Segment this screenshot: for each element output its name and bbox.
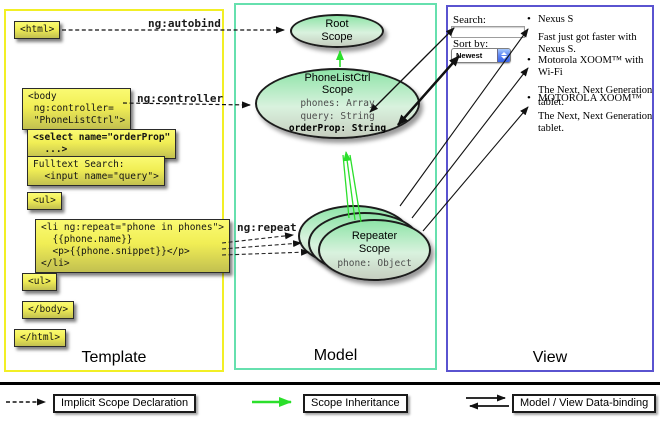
phone-name: Nexus S <box>538 14 574 25</box>
bullet-icon: • <box>527 54 531 66</box>
phone-name: Motorola XOOM™ with Wi-Fi <box>538 55 644 78</box>
sortby-selected-value: Newest <box>456 51 483 60</box>
phonelistctrl-scope-title: PhoneListCtrl Scope <box>304 71 371 97</box>
phones-property: phones: Array <box>300 98 375 110</box>
template-panel-label: Template <box>81 349 147 366</box>
phone-list-item: • MOTOROLA XOOM™ The Next, Next Generatio… <box>527 92 660 135</box>
phone-list-item: • Motorola XOOM™ with Wi-Fi The Next, Nex… <box>527 54 660 109</box>
select-tag-box: <select name="orderProp" ...> <box>27 129 177 159</box>
view-panel-label: View <box>532 349 568 366</box>
body-open-tag-box: <body ng:controller= "PhoneListCtrl"> <box>22 88 132 130</box>
legend-databinding-box: Model / View Data-binding <box>512 394 657 413</box>
model-panel: Model <box>234 3 437 370</box>
body-close-tag-box: </body> <box>22 301 75 319</box>
ng-repeat-label: ng:repeat <box>237 221 297 234</box>
root-scope-ellipse: Root Scope <box>290 14 384 48</box>
repeater-scope-ellipse-front: Repeater Scope phone: Object <box>318 219 431 281</box>
legend-scope-inheritance-box: Scope Inheritance <box>303 394 408 413</box>
ng-controller-label: ng:controller <box>137 92 224 105</box>
select-stepper-icon <box>497 49 510 62</box>
ng-autobind-label: ng:autobind <box>148 17 221 30</box>
fulltext-search-box: Fulltext Search: <input name="query"> <box>27 156 165 186</box>
phone-name: MOTOROLA XOOM™ <box>538 93 642 104</box>
ul-close-tag-box: <ul> <box>22 273 57 291</box>
phone-snippet: Fast just got faster with Nexus S. <box>538 32 637 55</box>
sortby-select[interactable]: Newest <box>451 48 511 63</box>
legend-implicit-scope-box: Implicit Scope Declaration <box>53 394 197 413</box>
repeater-scope-title: Repeater Scope <box>351 229 398 255</box>
bullet-icon: • <box>527 13 531 25</box>
li-repeat-box: <li ng:repeat="phone in phones"> {{phone… <box>35 219 231 273</box>
ul-open-tag-box: <ul> <box>27 192 62 210</box>
bullet-icon: • <box>527 92 531 104</box>
model-panel-label: Model <box>313 347 358 364</box>
root-scope-title: Root Scope <box>321 18 353 43</box>
phone-snippet: The Next, Next Generation tablet. <box>538 85 653 108</box>
phonelistctrl-scope-ellipse: PhoneListCtrl Scope phones: Array query:… <box>255 68 420 139</box>
phone-property: phone: Object <box>337 257 412 269</box>
phone-snippet: The Next, Next Generation tablet. <box>538 111 653 134</box>
search-label: Search: <box>453 14 486 26</box>
orderprop-property: orderProp: String <box>288 123 387 135</box>
phone-list-item: • Nexus S Fast just got faster with Nexus… <box>527 13 660 56</box>
query-property: query: String <box>300 110 375 122</box>
html-close-tag-box: </html> <box>14 329 67 347</box>
search-input[interactable] <box>451 26 525 38</box>
html-open-tag-box: <html> <box>14 21 61 39</box>
legend-separator <box>0 382 660 385</box>
